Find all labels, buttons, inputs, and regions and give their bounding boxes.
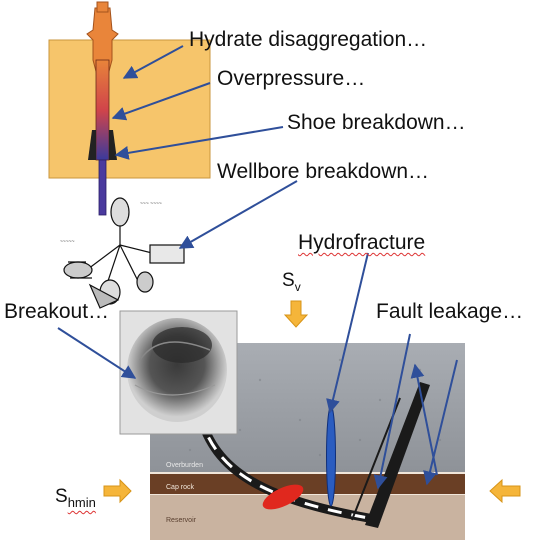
breakdown-lens bbox=[262, 484, 304, 510]
svg-text:~~~ ~~~~: ~~~ ~~~~ bbox=[140, 201, 162, 207]
overpressure-arrow bbox=[111, 82, 211, 121]
hydrate-arrow bbox=[122, 45, 184, 79]
leader-arrows bbox=[57, 45, 458, 490]
breakout-label: Breakout… bbox=[4, 300, 110, 323]
wellbore-arrow bbox=[178, 180, 298, 249]
shoe-label: Shoe breakdown… bbox=[287, 111, 466, 134]
hydrofracture-arrow bbox=[326, 252, 369, 414]
overburden-label: Overburden bbox=[166, 462, 203, 469]
formation-block bbox=[48, 39, 211, 179]
hydrofracture-ellipse bbox=[326, 405, 336, 507]
casing-string bbox=[95, 59, 110, 161]
hydrate-label: Hydrate disaggregation… bbox=[189, 28, 428, 51]
shoe-arrow bbox=[114, 126, 284, 160]
fault-arrow-2 bbox=[423, 359, 458, 486]
svg-text:~~~~~: ~~~~~ bbox=[60, 239, 75, 245]
shmin-label: Shmin bbox=[55, 486, 96, 510]
shmin-arrow-right bbox=[489, 478, 521, 504]
sv-sub: v bbox=[294, 279, 301, 294]
fault-label: Fault leakage… bbox=[376, 300, 524, 323]
wellbore-label: Wellbore breakdown… bbox=[217, 160, 430, 183]
sv-label: Sv bbox=[282, 270, 301, 294]
sv-arrow bbox=[283, 300, 309, 328]
caprock-label: Cap rock bbox=[166, 484, 195, 491]
shmin-base: S bbox=[55, 486, 68, 507]
shmin-arrow-left bbox=[103, 478, 132, 504]
reservoir-label: Reservoir bbox=[166, 517, 197, 524]
casing-illustration bbox=[48, 1, 211, 216]
fault-arrow-1 bbox=[373, 333, 411, 490]
shmin-sub: hmin bbox=[67, 494, 96, 510]
stress-arrows bbox=[103, 300, 521, 504]
breakout-arrow bbox=[57, 327, 137, 379]
casing-shoe bbox=[88, 130, 96, 160]
overpressure-label: Overpressure… bbox=[217, 67, 366, 90]
sv-base: S bbox=[282, 270, 295, 291]
hydrofracture-label: Hydrofracture bbox=[298, 231, 426, 254]
open-hole bbox=[98, 159, 107, 216]
caprock-layer bbox=[150, 473, 465, 495]
wellbore-stress-sketch: ~~~ ~~~~ ~~~~~ bbox=[60, 197, 185, 309]
fault-arrow-3 bbox=[410, 363, 438, 476]
breakout-photo bbox=[119, 310, 238, 435]
